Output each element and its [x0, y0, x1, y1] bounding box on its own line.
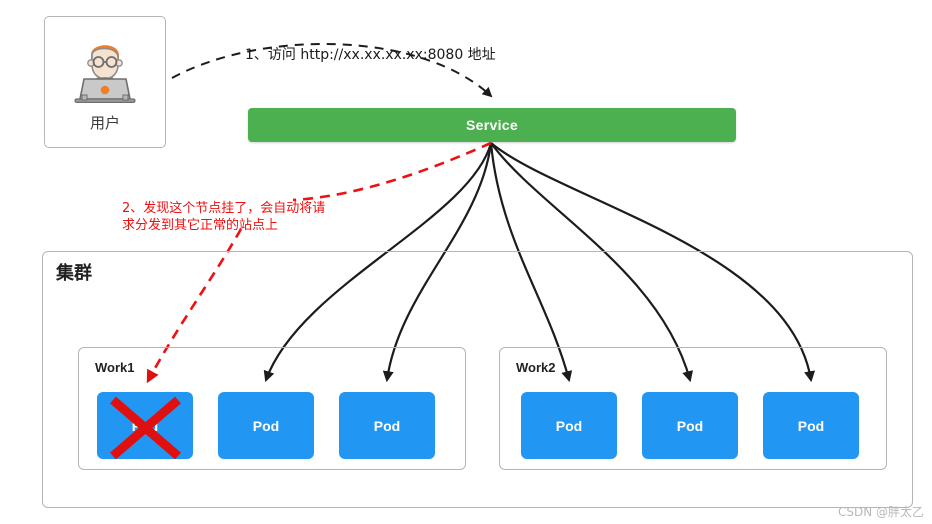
pod-label: Pod	[373, 417, 401, 434]
service-label: Service	[466, 117, 518, 133]
annotation-step-2: 2、发现这个节点挂了，会自动将请 求分发到其它正常的站点上	[122, 200, 342, 234]
pod-label: Pod	[797, 417, 825, 434]
pod-box[interactable]: Pod	[642, 392, 738, 459]
pod-box[interactable]: Pod	[521, 392, 617, 459]
service-node[interactable]: Service	[248, 108, 736, 142]
pod-label: Pod	[252, 417, 280, 434]
annotation-step-1: 1、访问 http://xx.xx.xx.xx:8080 地址	[245, 47, 496, 63]
pod-label: Pod	[131, 417, 159, 434]
pod-box[interactable]: Pod	[218, 392, 314, 459]
arrow-failover-annotation	[292, 141, 492, 202]
watermark: CSDN @胖太乙	[837, 505, 924, 519]
pod-box[interactable]: Pod	[339, 392, 435, 459]
user-label: 用户	[89, 114, 120, 132]
cluster-container	[42, 251, 913, 508]
worker-node-2	[499, 347, 887, 470]
annotation-step-2-line-2: 求分发到其它正常的站点上	[122, 218, 279, 233]
pod-box-failed[interactable]: Pod	[97, 392, 193, 459]
worker-label-1: Work1	[95, 360, 135, 375]
annotation-step-2-line-1: 2、发现这个节点挂了，会自动将请	[122, 201, 326, 216]
worker-label-2: Work2	[516, 360, 556, 375]
user-at-laptop-icon	[74, 45, 136, 104]
pod-label: Pod	[555, 417, 583, 434]
pod-label: Pod	[676, 417, 704, 434]
cluster-label: 集群	[56, 263, 92, 284]
worker-node-1	[78, 347, 466, 470]
pod-box[interactable]: Pod	[763, 392, 859, 459]
user-node: 用户	[44, 16, 166, 148]
